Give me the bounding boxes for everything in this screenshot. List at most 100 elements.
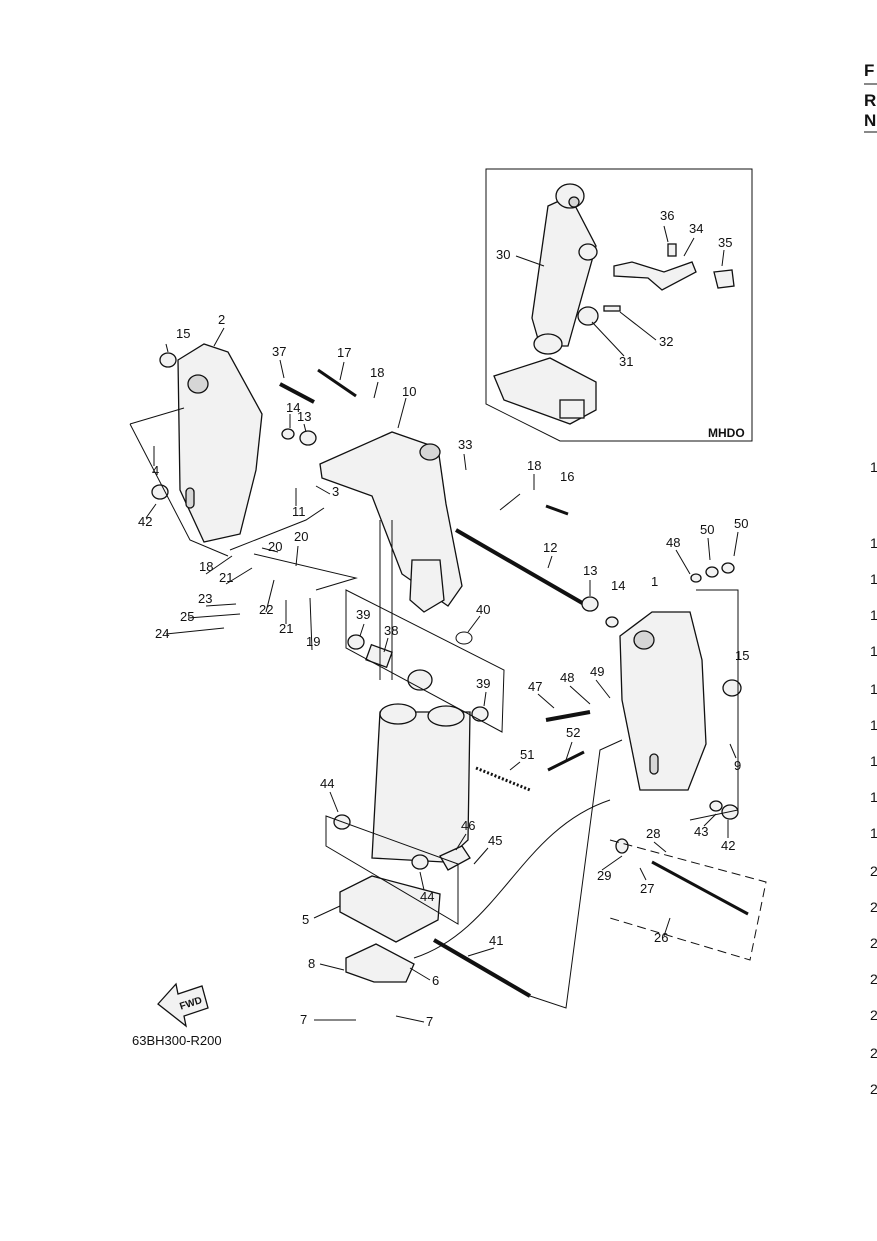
bolt-47-part: [545, 710, 591, 722]
collar-38-part: [365, 643, 393, 669]
leader-lines: [145, 225, 739, 1023]
power-trim-tilt-unit-part: [371, 669, 471, 863]
callout-44: 44: [320, 776, 334, 791]
callout-2: 2: [218, 312, 225, 327]
callout-34: 34: [689, 221, 703, 236]
tilt-cylinder-part: [531, 183, 598, 355]
callout-18: 18: [199, 559, 213, 574]
shaft-41-part: [432, 938, 532, 998]
washer-50a-part: [705, 566, 719, 578]
callout-39: 39: [476, 676, 490, 691]
callout-37: 37: [272, 344, 286, 359]
callout-7: 7: [300, 1012, 307, 1027]
callout-25: 25: [180, 609, 194, 624]
washer-48-part: [690, 573, 702, 583]
lever-part: [613, 243, 697, 291]
clamp-bracket-right-part: [619, 611, 707, 791]
rod-26-part: [651, 860, 749, 916]
bush-part: [577, 306, 599, 326]
nut-15-left-part: [159, 352, 177, 368]
edge-number: 1: [870, 753, 877, 769]
callout-45: 45: [488, 833, 502, 848]
edge-number: 2: [870, 935, 877, 951]
callout-32: 32: [659, 334, 673, 349]
clip-46-part: [439, 845, 471, 871]
pin-52-part: [547, 750, 585, 772]
callout-48: 48: [666, 535, 680, 550]
shaft-12-part: [454, 528, 586, 606]
edge-number: 2: [870, 899, 877, 915]
callout-6: 6: [432, 973, 439, 988]
inset-label: MHDO: [708, 426, 745, 440]
callout-31: 31: [619, 354, 633, 369]
callout-13: 13: [583, 563, 597, 578]
callout-5: 5: [302, 912, 309, 927]
callout-16: 16: [560, 469, 574, 484]
bush-13-part: [299, 430, 317, 446]
edge-number: 1: [870, 825, 877, 841]
callout-10: 10: [402, 384, 416, 399]
callout-48: 48: [560, 670, 574, 685]
bush-13b-part: [581, 596, 599, 612]
callout-36: 36: [660, 208, 674, 223]
callout-24: 24: [155, 626, 169, 641]
callout-18: 18: [527, 458, 541, 473]
bush-44b-part: [411, 854, 429, 870]
callout-28: 28: [646, 826, 660, 841]
callout-18: 18: [370, 365, 384, 380]
callout-4: 4: [152, 463, 159, 478]
callout-50: 50: [700, 522, 714, 537]
swivel-bracket-part: [319, 431, 463, 613]
callout-38: 38: [384, 623, 398, 638]
callout-51: 51: [520, 747, 534, 762]
callout-1: 1: [651, 574, 658, 589]
fwd-arrow-icon: FWD: [157, 982, 209, 1028]
callout-21: 21: [279, 621, 293, 636]
callout-20: 20: [294, 529, 308, 544]
nut-15-right-part: [722, 679, 742, 697]
edge-number: 2: [870, 863, 877, 879]
callout-15: 15: [176, 326, 190, 341]
callout-22: 22: [259, 602, 273, 617]
callout-40: 40: [476, 602, 490, 617]
washer-14-part: [281, 428, 295, 440]
callout-46: 46: [461, 818, 475, 833]
bush-39b-part: [471, 706, 489, 722]
callout-41: 41: [489, 933, 503, 948]
callout-14: 14: [286, 400, 300, 415]
spring-29-part: [615, 838, 629, 854]
callout-17: 17: [337, 345, 351, 360]
callout-47: 47: [528, 679, 542, 694]
callout-15: 15: [735, 648, 749, 663]
spring-51-part: [475, 766, 531, 792]
callout-9: 9: [734, 758, 741, 773]
callout-23: 23: [198, 591, 212, 606]
edge-number: 1: [870, 459, 877, 475]
edge-number: 1: [870, 789, 877, 805]
inset-box: [485, 168, 753, 442]
washer-14b-part: [605, 616, 619, 628]
edge-number: 2: [870, 1081, 877, 1097]
plate-part: [345, 943, 415, 983]
edge-number: 1: [870, 681, 877, 697]
edge-number: 2: [870, 971, 877, 987]
callout-13: 13: [297, 409, 311, 424]
edge-number: 2: [870, 1045, 877, 1061]
washer-50b-part: [721, 562, 735, 574]
callout-33: 33: [458, 437, 472, 452]
callout-14: 14: [611, 578, 625, 593]
edge-header-2: N: [864, 111, 876, 130]
edge-number: 1: [870, 571, 877, 587]
callout-44: 44: [420, 889, 434, 904]
pin-37-part: [279, 382, 315, 404]
edge-number: 2: [870, 1007, 877, 1023]
bolt-part: [603, 305, 621, 312]
callout-43: 43: [694, 824, 708, 839]
edge-number: 1: [870, 643, 877, 659]
figure-code: 63BH300-R200: [132, 1033, 222, 1048]
callout-26: 26: [654, 930, 668, 945]
edge-number: 1: [870, 717, 877, 733]
callout-49: 49: [590, 664, 604, 679]
